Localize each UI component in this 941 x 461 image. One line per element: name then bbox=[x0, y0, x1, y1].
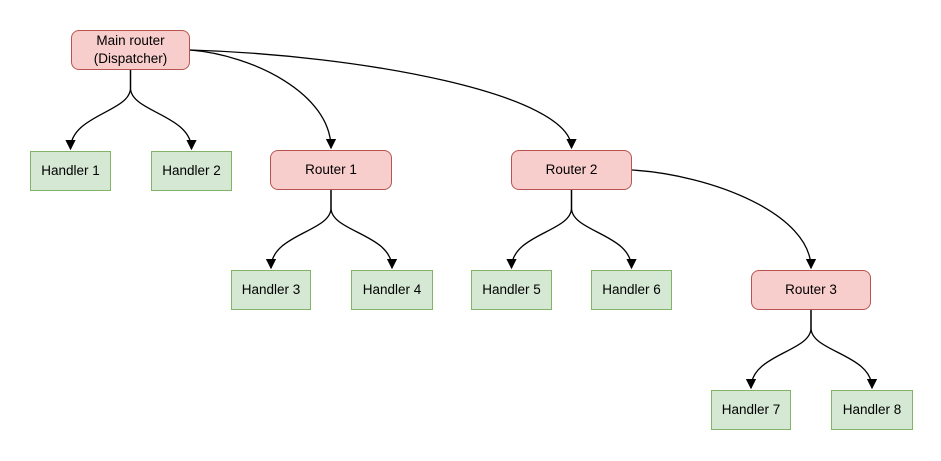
node-handler-4: Handler 4 bbox=[351, 270, 433, 310]
node-label: Handler 3 bbox=[241, 282, 301, 298]
node-label: Handler 8 bbox=[842, 402, 902, 418]
node-handler-7: Handler 7 bbox=[711, 390, 791, 430]
edge-router-2-to-handler-6 bbox=[570, 190, 637, 270]
node-handler-6: Handler 6 bbox=[591, 270, 672, 310]
node-label: Main router (Dispatcher) bbox=[93, 33, 168, 66]
node-router-1: Router 1 bbox=[270, 150, 392, 190]
node-label: Handler 2 bbox=[162, 163, 221, 179]
node-router-2: Router 2 bbox=[511, 150, 632, 190]
node-label: Handler 5 bbox=[482, 282, 541, 298]
node-label: Handler 1 bbox=[41, 163, 100, 179]
node-main-router: Main router (Dispatcher) bbox=[71, 30, 190, 70]
node-label: Handler 4 bbox=[362, 282, 422, 298]
node-handler-1: Handler 1 bbox=[30, 151, 111, 191]
node-handler-3: Handler 3 bbox=[231, 270, 311, 310]
node-label: Router 1 bbox=[305, 162, 357, 178]
edge-router-1-to-handler-4 bbox=[330, 190, 398, 270]
node-label: Router 2 bbox=[545, 162, 598, 178]
edge-main-router-to-router-1 bbox=[189, 49, 337, 150]
node-label: Handler 6 bbox=[602, 282, 661, 298]
node-handler-2: Handler 2 bbox=[151, 151, 232, 191]
edge-router-3-to-handler-7 bbox=[745, 310, 812, 390]
node-handler-5: Handler 5 bbox=[471, 270, 552, 310]
edge-main-router-to-handler-2 bbox=[129, 70, 197, 151]
edge-router-2-to-handler-5 bbox=[506, 190, 573, 270]
edge-main-router-to-router-2 bbox=[189, 49, 577, 150]
edge-router-2-to-router-3 bbox=[631, 169, 817, 270]
edge-main-router-to-handler-1 bbox=[65, 70, 132, 151]
edge-router-3-to-handler-8 bbox=[810, 310, 878, 390]
node-label: Handler 7 bbox=[721, 402, 781, 418]
node-label: Router 3 bbox=[785, 282, 837, 298]
edges-group bbox=[65, 49, 878, 390]
node-router-3: Router 3 bbox=[751, 270, 871, 310]
edge-router-1-to-handler-3 bbox=[265, 190, 332, 270]
node-handler-8: Handler 8 bbox=[831, 390, 913, 430]
